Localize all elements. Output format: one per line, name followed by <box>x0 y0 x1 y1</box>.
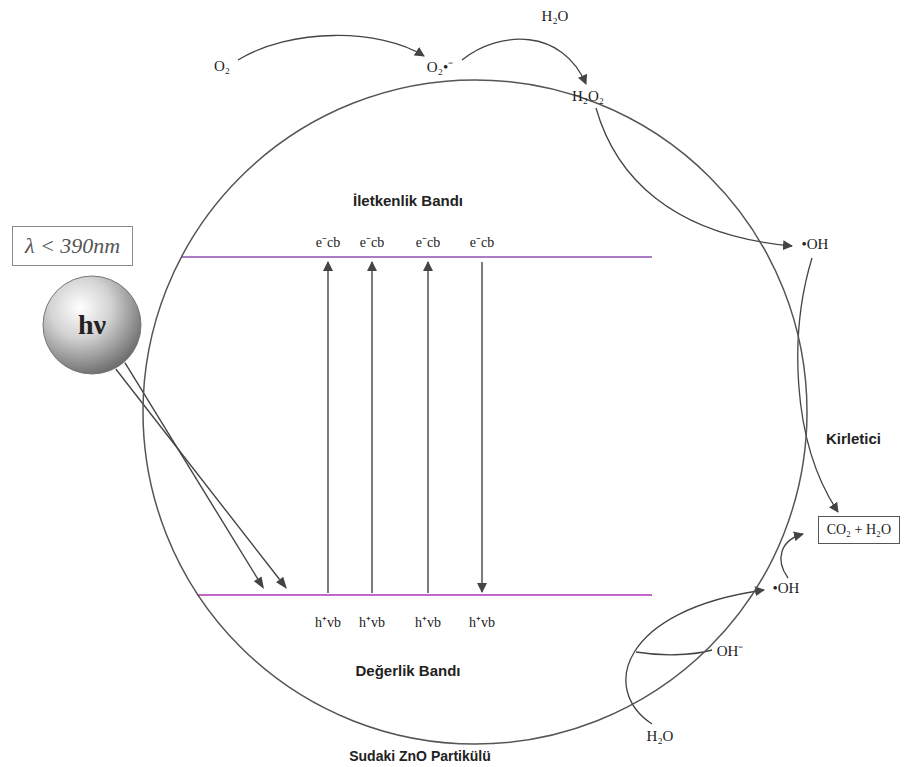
electron-label: e⁻cb <box>316 232 340 251</box>
product-box: CO₂ + H₂O <box>818 516 900 544</box>
band-name: Değerlik Bandı <box>355 662 460 679</box>
arrow-head <box>254 576 264 589</box>
electron-transition-arrows <box>328 262 482 593</box>
species-label: O₂•⁻ <box>427 56 453 76</box>
node-text: hν <box>78 309 106 341</box>
electron-label: e⁻cb <box>416 232 440 251</box>
particle-outline <box>142 79 808 745</box>
light-ray-arrow <box>116 369 287 589</box>
particle-circle <box>143 80 807 744</box>
valence-band-line <box>197 594 652 596</box>
sphere-shape <box>43 276 141 374</box>
node-text: CO₂ + H₂O <box>827 522 891 538</box>
light-ray-arrow <box>125 363 264 589</box>
particle-caption: Sudaki ZnO Partikülü <box>349 748 491 764</box>
photon-sphere: hν <box>42 275 142 375</box>
light-ray-line <box>116 369 280 580</box>
light-ray-line <box>125 363 258 579</box>
hole-label: h⁺vb <box>359 612 385 631</box>
conduction-band-line <box>182 256 652 258</box>
species-label: H₂O₂ <box>572 88 604 105</box>
wavelength-box: λ < 390nm <box>12 226 133 266</box>
electron-label: e⁻cb <box>470 232 494 251</box>
hole-label: h⁺vb <box>315 612 341 631</box>
radical-label: •OH <box>802 236 829 253</box>
species-label: H₂O <box>542 8 569 25</box>
species-label: O₂ <box>214 58 230 75</box>
pollutant-label: Kirletici <box>826 430 881 447</box>
hole-label: h⁺vb <box>415 612 441 631</box>
electron-label: e⁻cb <box>360 232 384 251</box>
radical-label: •OH <box>773 580 800 597</box>
species-label: H₂O <box>647 728 674 745</box>
node-text: λ < 390nm <box>25 233 120 259</box>
species-label: OH⁻ <box>717 640 744 660</box>
zno-particle-circle: Sudaki ZnO Partikülü <box>142 79 808 745</box>
band-name: İletkenlik Bandı <box>353 192 463 209</box>
reaction-arrows <box>238 35 838 724</box>
hole-label: h⁺vb <box>469 612 495 631</box>
arrow-head <box>276 577 287 589</box>
